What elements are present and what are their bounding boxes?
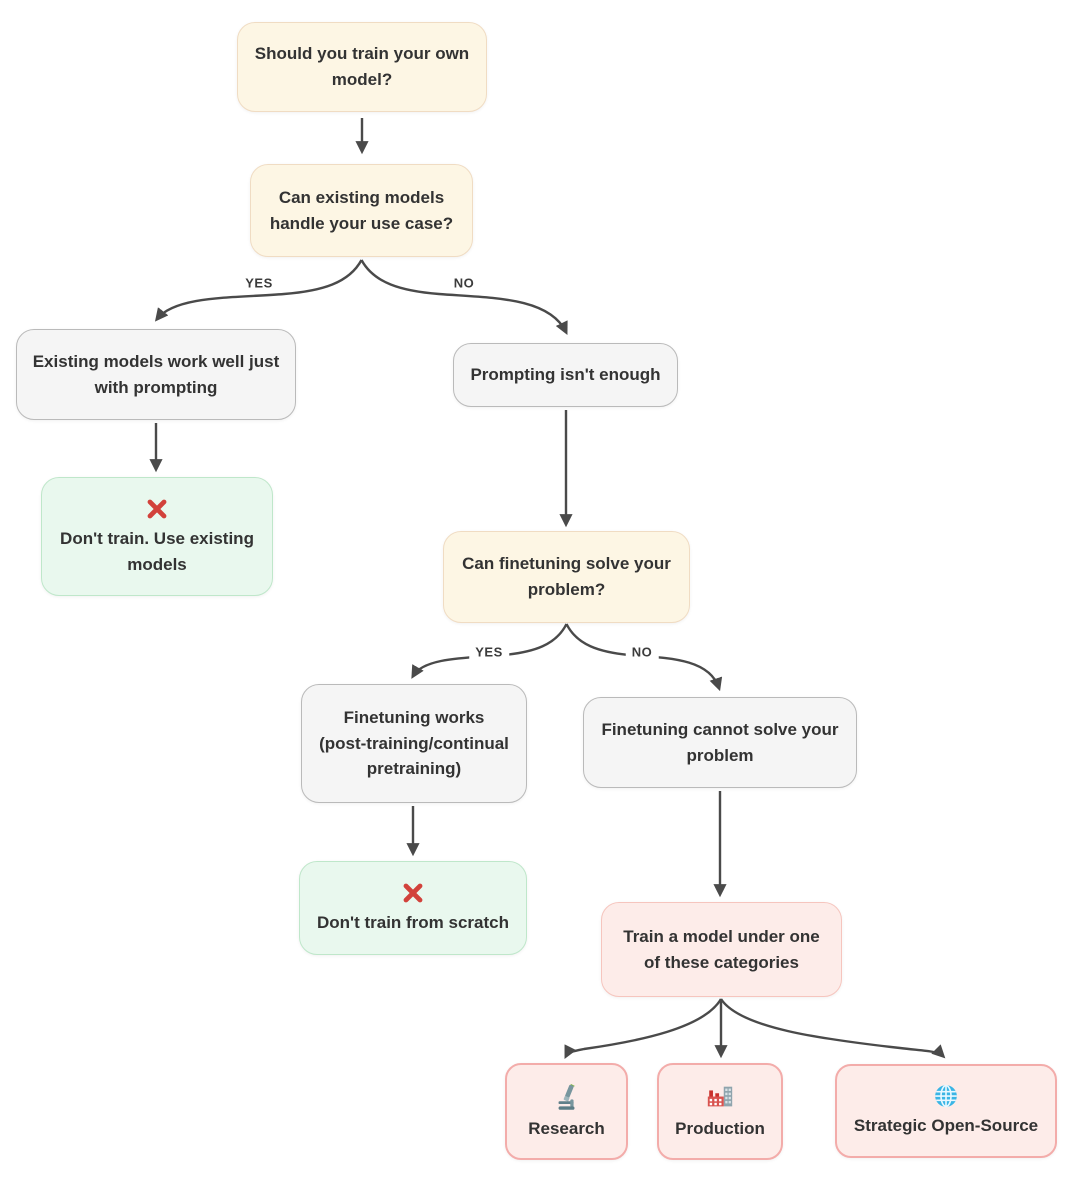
node-should-you-train-your-own-model: Should you train your own model? — [237, 22, 487, 112]
node-label: Can finetuning solve your problem? — [462, 554, 671, 599]
node-label: Production — [675, 1118, 765, 1138]
node-label: Can existing models handle your use case… — [269, 187, 454, 233]
node-prompting-isnt-enough: Prompting isn't enough — [453, 343, 678, 407]
node-existing-models-work-with-prompting: Existing models work well just with prom… — [16, 329, 296, 420]
factory-icon — [705, 1082, 735, 1112]
edge-label-no-finetuning: NO — [625, 643, 659, 661]
node-label: Research — [528, 1118, 605, 1138]
connector-q2-no-branch — [360, 259, 568, 335]
node-finetuning-works: Finetuning works (post-training/continua… — [301, 684, 527, 803]
edge-label-yes-finetuning: YES — [469, 643, 509, 661]
node-can-finetuning-solve-problem: Can finetuning solve your problem? — [443, 531, 690, 623]
node-label: Should you train your own model? — [254, 44, 470, 89]
node-train-model-under-categories: Train a model under one of these categor… — [601, 902, 842, 997]
node-label: Prompting isn't enough — [470, 365, 661, 385]
node-dont-train-use-existing-models: Don't train. Use existing models — [41, 477, 273, 596]
connector-categories-to-research — [564, 998, 723, 1059]
node-label: Existing models work well just with prom… — [32, 351, 280, 397]
node-category-research: Research — [505, 1063, 628, 1160]
node-category-production: Production — [657, 1063, 783, 1160]
node-label: Finetuning cannot solve your problem — [601, 719, 839, 765]
node-finetuning-cannot-solve-problem: Finetuning cannot solve your problem — [583, 697, 857, 788]
microscope-icon — [552, 1082, 582, 1112]
connector-q2-yes-branch — [154, 259, 363, 322]
node-label: Train a model under one of these categor… — [623, 926, 820, 972]
edge-label-no-existing: NO — [447, 274, 481, 292]
node-dont-train-from-scratch: Don't train from scratch — [299, 861, 527, 955]
connector-categories-to-open-source — [719, 998, 946, 1059]
node-label: Finetuning works (post-training/continua… — [319, 707, 509, 779]
node-can-existing-models-handle-use-case: Can existing models handle your use case… — [250, 164, 473, 257]
node-category-strategic-open-source: Strategic Open-Source — [835, 1064, 1057, 1158]
globe-icon — [933, 1083, 959, 1109]
node-label: Strategic Open-Source — [853, 1116, 1039, 1136]
x-mark-icon — [144, 496, 170, 522]
edge-label-yes-existing: YES — [239, 274, 279, 292]
node-label: Don't train. Use existing models — [60, 528, 254, 574]
node-label: Don't train from scratch — [316, 913, 509, 933]
x-mark-icon — [400, 880, 426, 906]
